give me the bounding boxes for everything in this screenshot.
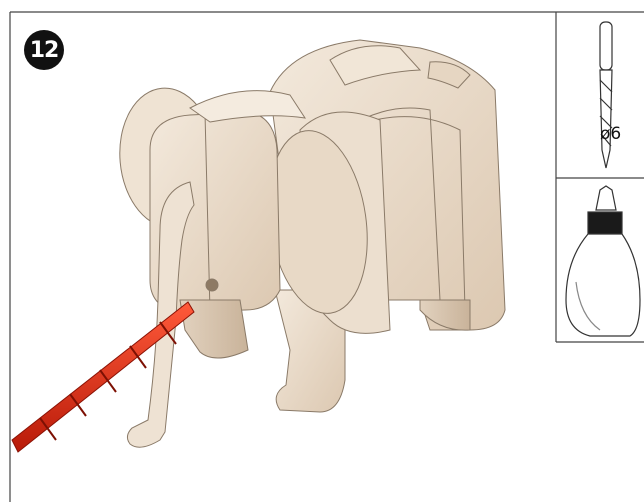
drill-bit-icon [599,21,613,169]
glue-bottle-icon [565,185,641,337]
eye-hole [205,278,219,292]
drill-diameter-label: ø6 [600,124,622,144]
wooden-elephant [119,39,506,448]
step-number-badge: 12 [24,30,64,70]
drill-bit-in-use [11,301,195,453]
